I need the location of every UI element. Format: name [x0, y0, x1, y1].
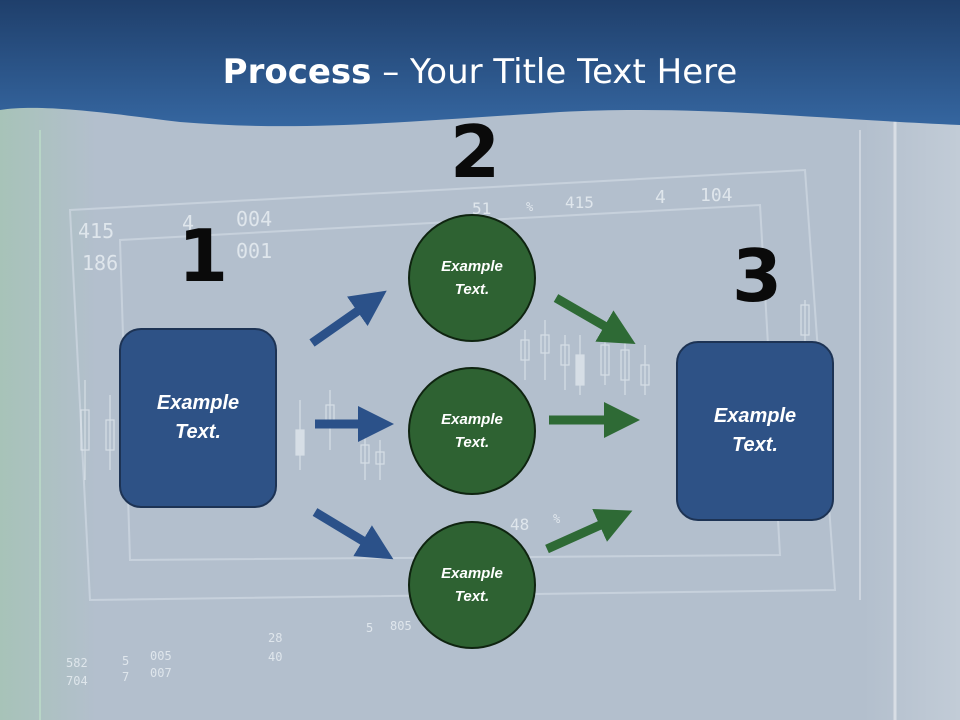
- output-box: Example Text.: [676, 341, 834, 521]
- arrow-input-to-top: [309, 290, 387, 347]
- title-separator: –: [371, 52, 411, 92]
- svg-text:%: %: [526, 200, 534, 214]
- svg-text:48: 48: [510, 515, 529, 534]
- svg-text:186: 186: [82, 251, 118, 275]
- svg-text:5: 5: [366, 621, 373, 635]
- svg-text:4: 4: [655, 187, 666, 208]
- circle-node-middle-text: Example Text.: [441, 411, 503, 451]
- background-readout-text: 415 4 004 186 001 51 % 415 4 104 48 % 58…: [66, 185, 733, 688]
- step-number-3: 3: [732, 234, 783, 318]
- svg-text:005: 005: [150, 649, 172, 663]
- circle-node-top-text: Example Text.: [441, 258, 503, 298]
- svg-text:001: 001: [236, 239, 272, 263]
- svg-text:51: 51: [472, 199, 491, 218]
- light-streaks: [39, 120, 897, 720]
- svg-text:582: 582: [66, 656, 88, 670]
- input-box: Example Text.: [119, 328, 277, 508]
- circle-node-bottom: Example Text.: [408, 521, 536, 649]
- svg-text:007: 007: [150, 666, 172, 680]
- title-rest: Your Title Text Here: [410, 52, 738, 92]
- svg-text:28: 28: [268, 631, 282, 645]
- arrow-input-to-bottom: [312, 508, 394, 560]
- output-box-text: Example Text.: [713, 405, 797, 456]
- arrow-top-to-output: [553, 294, 636, 345]
- svg-text:5: 5: [122, 654, 129, 668]
- svg-text:4: 4: [182, 211, 194, 235]
- step-number-2: 2: [450, 110, 501, 194]
- svg-text:805: 805: [390, 619, 412, 633]
- circle-node-top: Example Text.: [408, 214, 536, 342]
- header-band: [0, 0, 960, 127]
- svg-text:415: 415: [565, 193, 594, 212]
- arrow-bottom-to-output: [545, 508, 633, 554]
- svg-text:704: 704: [66, 674, 88, 688]
- svg-text:%: %: [553, 512, 561, 526]
- slide-title: Process – Your Title Text Here: [0, 52, 960, 92]
- input-box-text: Example Text.: [156, 392, 240, 443]
- svg-text:7: 7: [122, 670, 129, 684]
- svg-text:40: 40: [268, 650, 282, 664]
- svg-text:104: 104: [700, 185, 733, 206]
- title-bold-part: Process: [222, 52, 372, 92]
- circle-node-bottom-text: Example Text.: [441, 565, 503, 605]
- svg-text:004: 004: [236, 207, 272, 231]
- candlestick-decoration: [80, 300, 810, 480]
- circle-node-middle: Example Text.: [408, 367, 536, 495]
- step-number-1: 1: [178, 214, 229, 298]
- svg-text:415: 415: [78, 219, 114, 243]
